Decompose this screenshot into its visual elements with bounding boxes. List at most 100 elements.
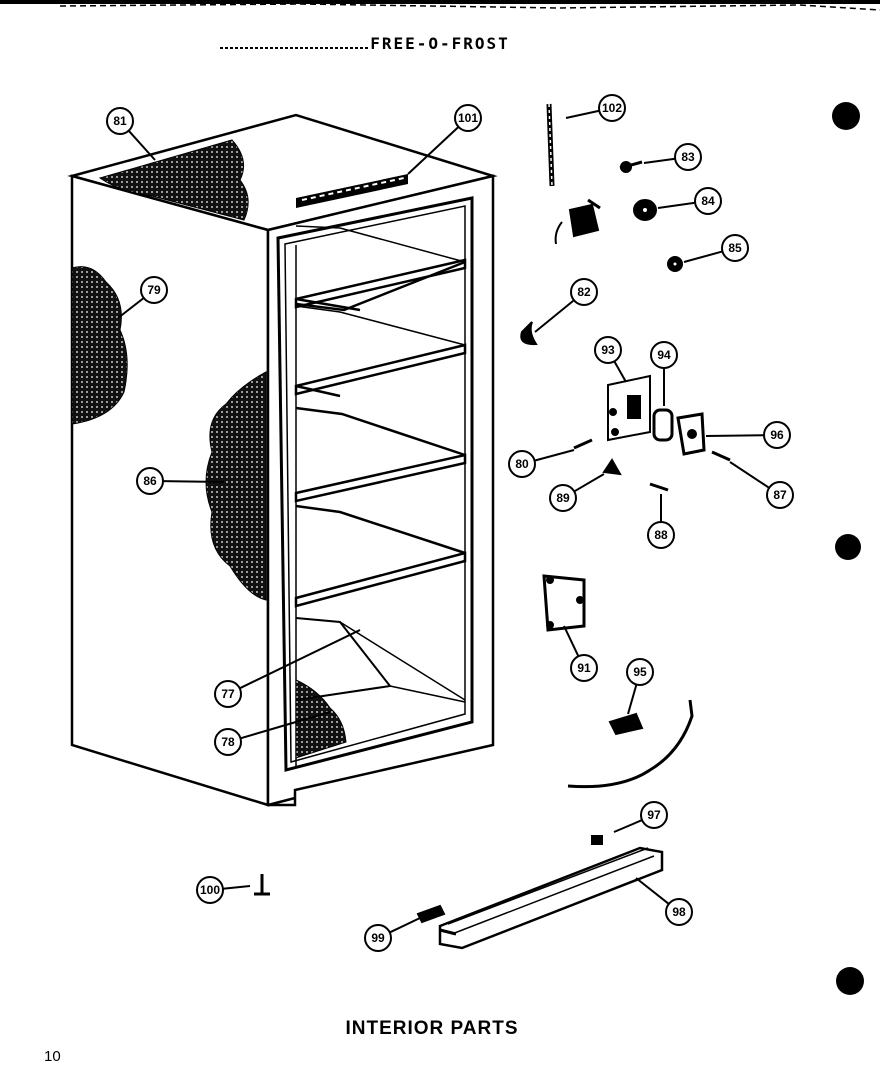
leader-line (613, 360, 627, 383)
leader-line (407, 126, 460, 175)
callout-84: 84 (657, 187, 722, 215)
callout-circle (766, 481, 794, 509)
leader-line (117, 297, 145, 319)
callout-89: 89 (549, 473, 605, 512)
leader-line (627, 684, 638, 715)
callout-circle (694, 187, 722, 215)
leader-line (127, 130, 156, 161)
callout-79: 79 (117, 276, 168, 319)
callout-83: 83 (643, 143, 702, 171)
callout-98: 98 (635, 877, 693, 926)
callout-102: 102 (565, 94, 626, 122)
callout-circle (626, 658, 654, 686)
callout-85: 85 (683, 234, 749, 263)
callout-96: 96 (705, 421, 791, 449)
callout-circle (665, 898, 693, 926)
callouts: 77 78 79 80 81 82 83 84 85 86 87 88 89 91 93 94 95 96 97 98… (106, 94, 794, 952)
callout-93: 93 (594, 336, 627, 383)
callout-77: 77 (214, 629, 361, 708)
leader-line (683, 250, 723, 263)
callout-label: 87 (773, 488, 787, 502)
leader-line (643, 157, 676, 164)
callout-circle (598, 94, 626, 122)
callout-label: 101 (458, 111, 478, 125)
callout-circle (763, 421, 791, 449)
callout-circle (454, 104, 482, 132)
callout-circle (508, 450, 536, 478)
callout-78: 78 (214, 711, 331, 756)
callout-circle (570, 278, 598, 306)
callout-label: 88 (654, 528, 668, 542)
page-number: 10 (44, 1048, 61, 1065)
callout-label: 83 (681, 150, 695, 164)
callout-95: 95 (626, 658, 654, 715)
callout-97: 97 (613, 801, 668, 833)
callout-label: 86 (143, 474, 157, 488)
callout-label: 98 (672, 905, 686, 919)
part-101-strip (296, 174, 408, 208)
leader-line (162, 480, 225, 483)
registration-dot (836, 967, 864, 995)
registration-dot (835, 534, 861, 560)
callout-circle (364, 924, 392, 952)
callout-82: 82 (534, 278, 598, 333)
leader-line (705, 434, 765, 437)
callout-label: 96 (770, 428, 784, 442)
leader-line (563, 625, 580, 657)
callout-circle (674, 143, 702, 171)
callout-label: 100 (200, 883, 220, 897)
leader-line (389, 917, 421, 934)
leader-line (573, 473, 605, 493)
leader-line (534, 449, 575, 462)
callout-circle (647, 521, 675, 549)
callout-86: 86 (136, 467, 225, 495)
callout-circle (136, 467, 164, 495)
callout-label: 82 (577, 285, 591, 299)
leader-line (657, 201, 696, 209)
callout-99: 99 (364, 917, 421, 952)
callout-circle (594, 336, 622, 364)
callout-circle (140, 276, 168, 304)
leader-line (240, 711, 331, 740)
callout-94: 94 (650, 341, 678, 406)
leader-line (613, 819, 643, 833)
leader-line (635, 877, 670, 905)
callout-label: 77 (221, 687, 235, 701)
callout-label: 102 (602, 101, 622, 115)
callout-circle (196, 876, 224, 904)
callout-label: 99 (371, 931, 385, 945)
callout-label: 78 (221, 735, 235, 749)
callout-91: 91 (563, 625, 598, 682)
callout-88: 88 (647, 494, 675, 549)
leader-line (565, 109, 600, 119)
callout-circle (106, 107, 134, 135)
callout-circle (214, 680, 242, 708)
callout-label: 94 (657, 348, 671, 362)
leader-line (729, 461, 770, 489)
callout-label: 80 (515, 457, 529, 471)
callout-circle (570, 654, 598, 682)
page-title: INTERIOR PARTS (345, 1018, 519, 1039)
header-title: FREE-O-FROST (370, 34, 510, 53)
callout-label: 85 (728, 241, 742, 255)
callout-101: 101 (407, 104, 482, 175)
callout-circle (214, 728, 242, 756)
leader-line (239, 629, 361, 690)
small-parts (254, 103, 731, 950)
freezer-cabinet (67, 113, 498, 807)
leader-line (534, 299, 575, 333)
callout-label: 79 (147, 283, 161, 297)
callout-label: 89 (556, 491, 570, 505)
callout-circle (640, 801, 668, 829)
callout-circle (721, 234, 749, 262)
leader-line (222, 885, 251, 890)
callout-87: 87 (729, 461, 794, 509)
callout-label: 81 (113, 114, 127, 128)
callout-label: 97 (647, 808, 661, 822)
callout-label: 84 (701, 194, 715, 208)
callout-circle (650, 341, 678, 369)
callout-label: 95 (633, 665, 647, 679)
callout-circle (549, 484, 577, 512)
callout-81: 81 (106, 107, 156, 161)
